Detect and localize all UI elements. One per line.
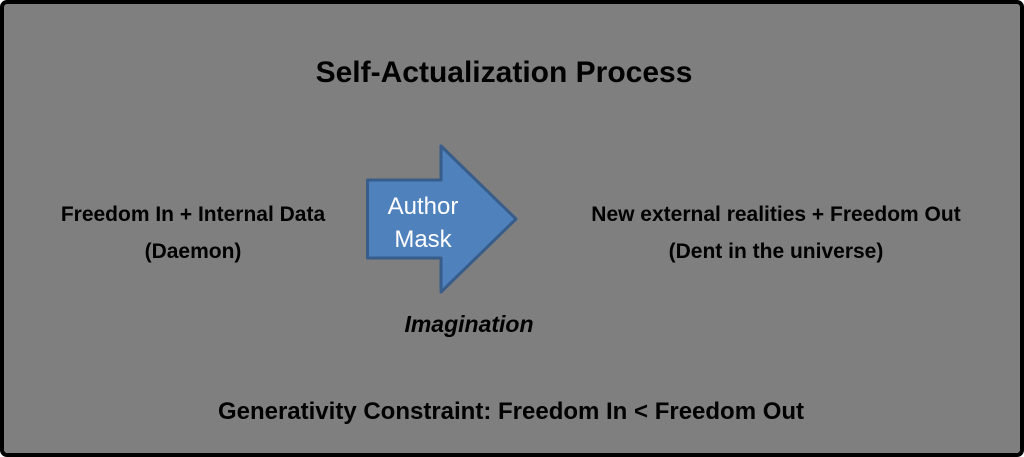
output-label-line2: (Dent in the universe)	[668, 240, 884, 263]
imagination-caption: Imagination	[404, 311, 534, 337]
arrow-label-line1: Author	[387, 193, 459, 220]
arrow-label-line2: Mask	[394, 226, 452, 253]
output-label-group: New external realities + Freedom Out (De…	[532, 196, 1020, 270]
input-label-line1: Freedom In + Internal Data	[60, 203, 326, 226]
right-arrow-shape	[366, 144, 518, 294]
input-label-line2: (Daemon)	[144, 240, 242, 263]
page-title: Self-Actualization Process	[315, 56, 693, 89]
arrow-label-group: Author Mask	[350, 190, 496, 256]
generativity-constraint-text: Generativity Constraint: Freedom In < Fr…	[217, 398, 805, 425]
right-arrow-icon	[366, 144, 518, 294]
input-label-group: Freedom In + Internal Data (Daemon)	[12, 196, 374, 270]
right-arrow-polygon	[366, 144, 518, 294]
output-label-line1: New external realities + Freedom Out	[591, 203, 961, 226]
